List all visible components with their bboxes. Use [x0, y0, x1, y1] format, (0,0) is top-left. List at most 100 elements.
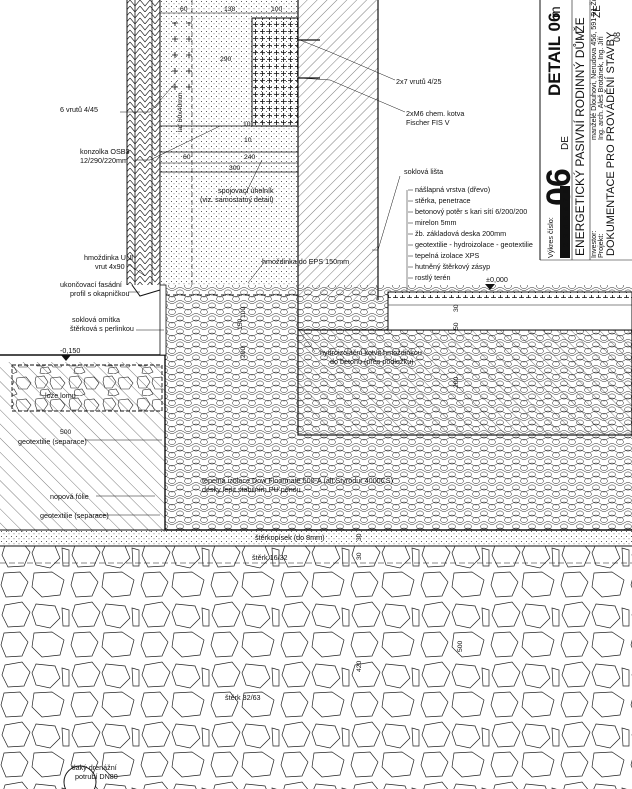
label-gravel-bed: lože lomu: [45, 391, 76, 400]
label-gravel-32: štěrk 32/63: [225, 693, 261, 702]
dim-420: 420: [356, 660, 363, 672]
dim-290: 290: [220, 56, 232, 63]
index-digit: 8: [561, 189, 570, 193]
label-sokl-profile: ukončovací fasádní profil s okapničkou: [60, 280, 130, 298]
label-insulation-1: tepelná izolace Dow Floormate 500-A (alt…: [202, 476, 393, 485]
label-bracket: konzolka OSB3 12/290/220mm: [80, 147, 132, 165]
label-drain: tlaký drenážní potrubí DN80: [72, 763, 119, 781]
facade-cladding: [127, 0, 160, 285]
index-digit: 1: [561, 252, 570, 256]
wall-section: [126, 0, 379, 330]
drain-pipe: [63, 765, 97, 789]
row-label-project: Projekt:: [596, 234, 605, 258]
label-anchors-2: Fischer FIS V: [406, 118, 450, 127]
dim-100b: 100: [240, 306, 247, 318]
upper-dimensions: 60 138 100 290 10 60 240 300 lať 60x40mm…: [160, 6, 298, 172]
gravel-32-63: [0, 546, 632, 789]
label-geotextile-2: geotextilie (separace): [40, 511, 109, 520]
label-connector-1: spojovací úhelník: [218, 186, 274, 195]
label-anchors-1: 2xM6 chem. kotva: [406, 109, 464, 118]
foundation-section: [0, 284, 632, 789]
dim-30d: 30: [356, 552, 363, 560]
label-hmozdinka-uni-1: hmoždinka UNI: [84, 253, 133, 262]
detail-number: 06: [540, 168, 578, 206]
layer-item: hutněný štěrkový zásyp: [415, 262, 490, 271]
label-sokl-plaster: soklová omítka štěrková s perlinkou: [70, 315, 134, 333]
index-digits: 1 2 3 4 5 6 7 8: [560, 186, 570, 258]
dim-30a: 30: [453, 304, 460, 312]
label-connector: spojovací úhelník (viz. samostatný detai…: [200, 186, 276, 204]
layer-item: stěrka, penetrace: [415, 196, 471, 205]
concrete-slab: [298, 330, 632, 435]
label-sokl-plaster-1: soklová omítka: [72, 315, 120, 324]
label-anchors: 2xM6 chem. kotva Fischer FIS V: [406, 109, 466, 127]
title-suffix: m: [547, 6, 563, 18]
label-sand: štěrkopísek (do 8mm): [255, 533, 325, 542]
index-label: Výkres číslo:: [546, 217, 555, 258]
index-digit: 2: [561, 243, 570, 247]
label-insulation-2: desky lepit stabilním PU pěnou: [202, 485, 301, 494]
label-drain-1: tlaký drenážní: [72, 763, 117, 772]
label-hmozdinka-uni-2: vrut 4x90: [95, 262, 125, 271]
dim-200b: 200: [453, 376, 460, 388]
row-label-investor: Investor:: [589, 230, 598, 258]
floor-layers-list: nášlapná vrstva (dřevo) stěrka, penetrac…: [408, 185, 533, 282]
index-digit: 5: [561, 216, 570, 220]
layer-item: tepelná izolace XPS: [415, 251, 480, 260]
label-hydro-1: hydroizolační kotvit hmoždinkou: [320, 348, 422, 357]
label-bracket-1: konzolka OSB3: [80, 147, 130, 156]
dim-150: 150: [237, 318, 244, 330]
lower-dimensions: 100 200 50 30 200 500 30 30 420 500 150: [60, 304, 464, 672]
dim-500a: 500: [60, 429, 72, 436]
label-screws-6: 6 vrutů 4/45: [60, 105, 98, 114]
layer-item: nášlapná vrstva (dřevo): [415, 185, 490, 194]
label-nopova: nopová fólie: [50, 492, 89, 501]
annotations: 2x7 vrutů 4/25 2xM6 chem. kotva Fischer …: [18, 77, 466, 781]
level-minus-label: -0,150: [60, 346, 80, 355]
dim-10b: 10: [244, 137, 252, 144]
dim-300: 300: [229, 165, 241, 172]
index-digit: 3: [561, 234, 570, 238]
label-gravel-16: štěrk 16/32: [252, 553, 288, 562]
dim-60: 60: [180, 6, 188, 13]
title-block: DETAIL 06 m ENERGETICKÝ PASIVNÍ RODINNÝ …: [539, 0, 632, 261]
index-digit: 6: [561, 207, 570, 211]
dim-138: 138: [224, 6, 236, 13]
corner-mid: ŽE: [590, 5, 603, 18]
insulation-marks: [170, 22, 198, 92]
dim-200a: 200: [240, 346, 247, 358]
level-zero-marker: [485, 284, 495, 290]
title-detail: DETAIL 06: [545, 13, 564, 96]
layer-item: geotextilie - hydroizolace - geotextilie: [415, 240, 533, 249]
level-markers: ±0,000 -0,150: [60, 275, 508, 361]
label-sokl-profile-2: profil s okapničkou: [70, 289, 130, 298]
label-screws-2x7: 2x7 vrutů 4/25: [396, 77, 442, 86]
row-value-investor: manželé Dlouhovi, Nerudova 456, 591 01 Ž…: [589, 0, 598, 140]
layer-item: mirelon 5mm: [415, 218, 457, 227]
project-name: ENERGETICKÝ PASIVNÍ RODINNÝ DŮM: [572, 31, 587, 256]
dim-500b: 500: [457, 640, 464, 652]
index-digit: 7: [561, 198, 570, 202]
label-connector-2: (viz. samostatný detail): [200, 195, 274, 204]
label-sokl-profile-1: ukončovací fasádní: [60, 280, 122, 289]
layer-item: betonový potěr s kari sítí 6/200/200: [415, 207, 527, 216]
label-drain-2: potrubí DN80: [75, 772, 118, 781]
corner-bottom: 08: [612, 32, 622, 42]
wall-core: [298, 0, 378, 300]
label-hmozdinka-uni: hmoždinka UNI vrut 4x90: [84, 253, 135, 271]
label-hydro: hydroizolační kotvit hmoždinkou do beton…: [320, 348, 424, 366]
phase: DOKUMENTACE PRO PROVÁDĚNÍ STAVBY: [604, 31, 617, 256]
dim-50: 50: [453, 322, 460, 330]
dim-30c: 30: [356, 533, 363, 541]
osb-bracket: [252, 18, 298, 126]
gravel-bed: [12, 365, 162, 411]
dim-lat: lať 60x40mm: [177, 92, 184, 132]
leader-lines: [85, 39, 408, 516]
label-hydro-2: do betonu (přes podložku): [330, 357, 414, 366]
label-eps-hmozdinka: hmoždinka do EPS 150mm: [262, 257, 349, 266]
level-zero-label: ±0,000: [486, 275, 508, 284]
sand-layer: [0, 530, 632, 546]
layer-item: žb. základová deska 200mm: [415, 229, 506, 238]
layer-item: rostlý terén: [415, 273, 451, 282]
